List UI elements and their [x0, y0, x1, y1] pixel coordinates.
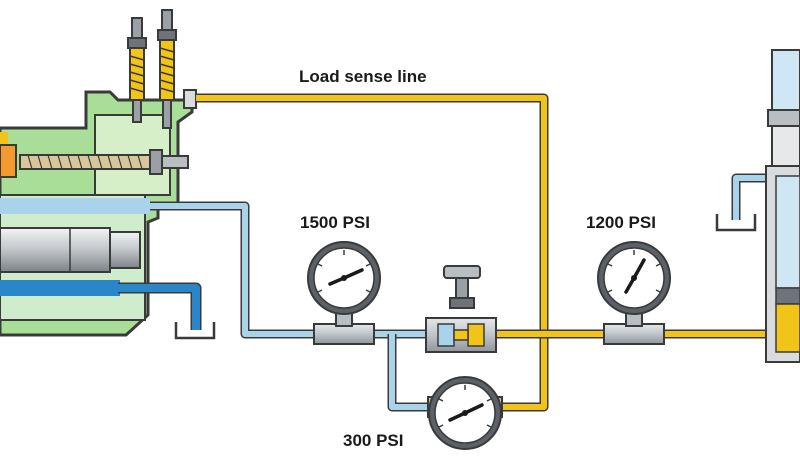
gauge-300-label: 300 PSI: [343, 431, 404, 450]
load-sense-label: Load sense line: [299, 67, 427, 86]
hydraulic-cylinder: [765, 49, 800, 363]
flow-compensator-spring: [157, 9, 177, 129]
tank-icon: [174, 322, 216, 340]
pump-spool: [0, 227, 141, 273]
supply-line: [150, 201, 320, 339]
gauge-300-icon: [427, 376, 503, 450]
pressure-compensator-spring: [127, 17, 147, 123]
internal-supply-passage: [0, 198, 150, 214]
load-sense-port: [183, 89, 197, 109]
adjuster-screw: [19, 149, 189, 175]
gauge-1500-label: 1500 PSI: [300, 213, 370, 232]
valve-icon: [425, 265, 497, 353]
internal-return-passage: [0, 280, 120, 296]
gauge-1200-icon: [597, 241, 671, 345]
gauge-1500-icon: [307, 241, 381, 345]
orange-seal: [0, 144, 17, 178]
pump-assembly: [0, 9, 197, 337]
tank-icon: [715, 214, 757, 232]
gauge-1200-label: 1200 PSI: [586, 213, 656, 232]
yellow-port: [0, 132, 8, 144]
